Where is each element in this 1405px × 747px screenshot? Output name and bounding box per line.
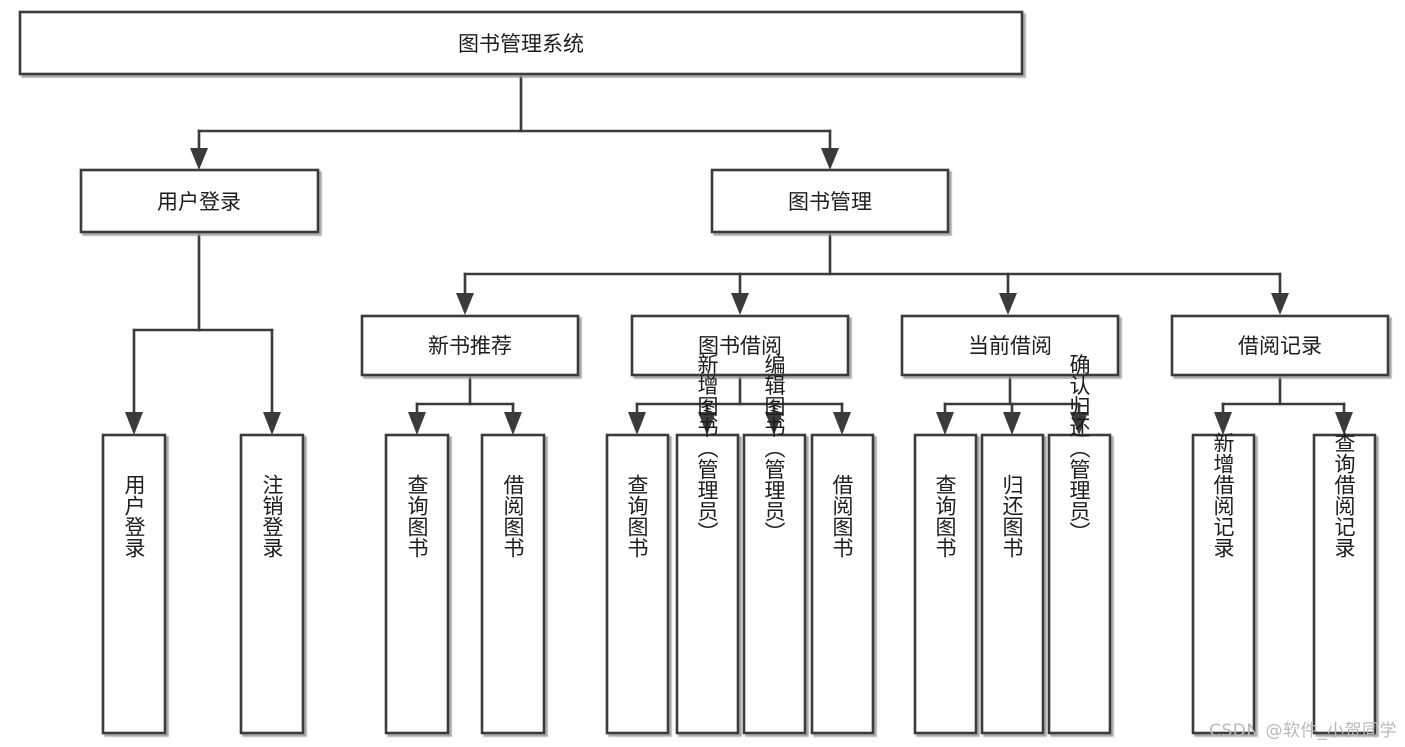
arrowhead-borrow-leaf-4 (833, 412, 851, 435)
arrowhead-login-leaf-1 (125, 412, 143, 435)
node-user-login[interactable]: 用户登录 (79, 168, 320, 234)
leaf-add-borrow-record-box[interactable] (1191, 433, 1256, 735)
arrowhead-root-to-login (190, 148, 208, 170)
node-root-label: 图书管理系统 (458, 32, 584, 56)
node-current-borrow[interactable]: 当前借阅 (900, 314, 1120, 377)
arrowhead-bookmgmt-c2 (731, 293, 749, 315)
node-user-login-label: 用户登录 (157, 190, 241, 214)
arrowhead-bookmgmt-c3 (999, 293, 1017, 315)
leaf-newbook-borrow-book-label: 借阅图书 (501, 474, 525, 558)
arrowhead-current-leaf-1 (936, 412, 954, 435)
arrowhead-newbook-leaf-1 (408, 412, 426, 435)
leaf-newbook-borrow-book-box[interactable] (480, 433, 546, 735)
leaf-borrow-query-book-label: 查询图书 (625, 474, 649, 558)
arrowhead-borrow-leaf-1 (628, 412, 646, 435)
leaf-query-borrow-record-label: 查询借阅记录 (1332, 432, 1356, 558)
leaf-newbook-query-book-box[interactable] (384, 433, 450, 735)
node-new-book-recommend-label: 新书推荐 (428, 334, 512, 358)
arrowhead-login-leaf-2 (263, 412, 281, 435)
leaf-return-book[interactable]: 归还图书 (980, 433, 1045, 735)
node-borrow-record-label: 借阅记录 (1238, 334, 1322, 358)
leaf-return-book-label: 归还图书 (1000, 474, 1024, 558)
arrowhead-record-leaf-1 (1214, 412, 1232, 435)
leaf-logout-box[interactable] (239, 433, 305, 735)
leaf-query-borrow-record-box[interactable] (1312, 433, 1377, 735)
leaf-logout-label: 注销登录 (260, 474, 284, 558)
leaf-add-book-admin[interactable]: 新增图书（管理员） (675, 354, 740, 735)
leaf-add-borrow-record-label: 新增借阅记录 (1211, 432, 1235, 558)
node-borrow-record-box[interactable] (1170, 314, 1390, 377)
leaf-edit-book-admin-box[interactable] (742, 433, 807, 735)
leaf-user-login-box[interactable] (101, 433, 167, 735)
leaf-user-login[interactable]: 用户登录 (101, 433, 167, 735)
node-book-borrow-box[interactable] (630, 314, 850, 377)
arrowhead-record-leaf-2 (1335, 412, 1353, 435)
leaf-newbook-query-book[interactable]: 查询图书 (384, 433, 450, 735)
arrowhead-current-leaf-3 (1070, 412, 1088, 435)
leaf-borrow-query-book-box[interactable] (605, 433, 670, 735)
arrowhead-borrow-leaf-2 (698, 412, 716, 435)
leaf-borrow-book-box[interactable] (810, 433, 875, 735)
leaf-confirm-return-admin-box[interactable] (1047, 433, 1112, 735)
leaf-newbook-query-book-label: 查询图书 (405, 474, 429, 558)
leaf-add-book-admin-box[interactable] (675, 433, 740, 735)
node-user-login-box[interactable] (79, 168, 320, 234)
node-current-borrow-label: 当前借阅 (968, 334, 1052, 358)
leaf-add-borrow-record[interactable]: 新增借阅记录 (1191, 432, 1256, 735)
arrowhead-root-to-bookmgmt (821, 148, 839, 170)
node-book-borrow-label: 图书借阅 (698, 334, 782, 358)
leaf-borrow-query-book[interactable]: 查询图书 (605, 433, 670, 735)
arrowhead-bookmgmt-c4 (1271, 293, 1289, 315)
leaf-current-query-book-box[interactable] (913, 433, 978, 735)
leaf-edit-book-admin[interactable]: 编辑图书（管理员） (742, 354, 807, 735)
leaf-borrow-book-label: 借阅图书 (830, 474, 854, 558)
node-root[interactable]: 图书管理系统 (18, 10, 1024, 76)
node-new-book-recommend[interactable]: 新书推荐 (360, 314, 580, 377)
arrowhead-borrow-leaf-3 (765, 412, 783, 435)
leaf-edit-book-admin-label: 编辑图书（管理员） (762, 354, 786, 543)
node-book-management-box[interactable] (710, 168, 950, 234)
connector-layer (125, 72, 1353, 435)
leaf-confirm-return-admin[interactable]: 确认归还（管理员） (1047, 354, 1112, 735)
node-book-borrow[interactable]: 图书借阅 (630, 314, 850, 377)
arrowhead-bookmgmt-c1 (456, 293, 474, 315)
node-current-borrow-box[interactable] (900, 314, 1120, 377)
leaf-add-book-admin-label: 新增图书（管理员） (695, 354, 719, 543)
node-book-management[interactable]: 图书管理 (710, 168, 950, 234)
leaf-borrow-book[interactable]: 借阅图书 (810, 433, 875, 735)
node-root-box[interactable] (18, 10, 1024, 76)
arrowhead-newbook-leaf-2 (504, 412, 522, 435)
node-book-management-label: 图书管理 (788, 190, 872, 214)
leaf-confirm-return-admin-label: 确认归还（管理员） (1067, 354, 1091, 543)
leaf-user-login-label: 用户登录 (122, 474, 146, 558)
leaf-current-query-book[interactable]: 查询图书 (913, 433, 978, 735)
leaf-return-book-box[interactable] (980, 433, 1045, 735)
leaf-query-borrow-record[interactable]: 查询借阅记录 (1312, 432, 1377, 735)
leaf-current-query-book-label: 查询图书 (933, 474, 957, 558)
leaf-logout[interactable]: 注销登录 (239, 433, 305, 735)
arrowhead-current-leaf-2 (1003, 412, 1021, 435)
leaf-newbook-borrow-book[interactable]: 借阅图书 (480, 433, 546, 735)
node-new-book-recommend-box[interactable] (360, 314, 580, 377)
node-borrow-record[interactable]: 借阅记录 (1170, 314, 1390, 377)
